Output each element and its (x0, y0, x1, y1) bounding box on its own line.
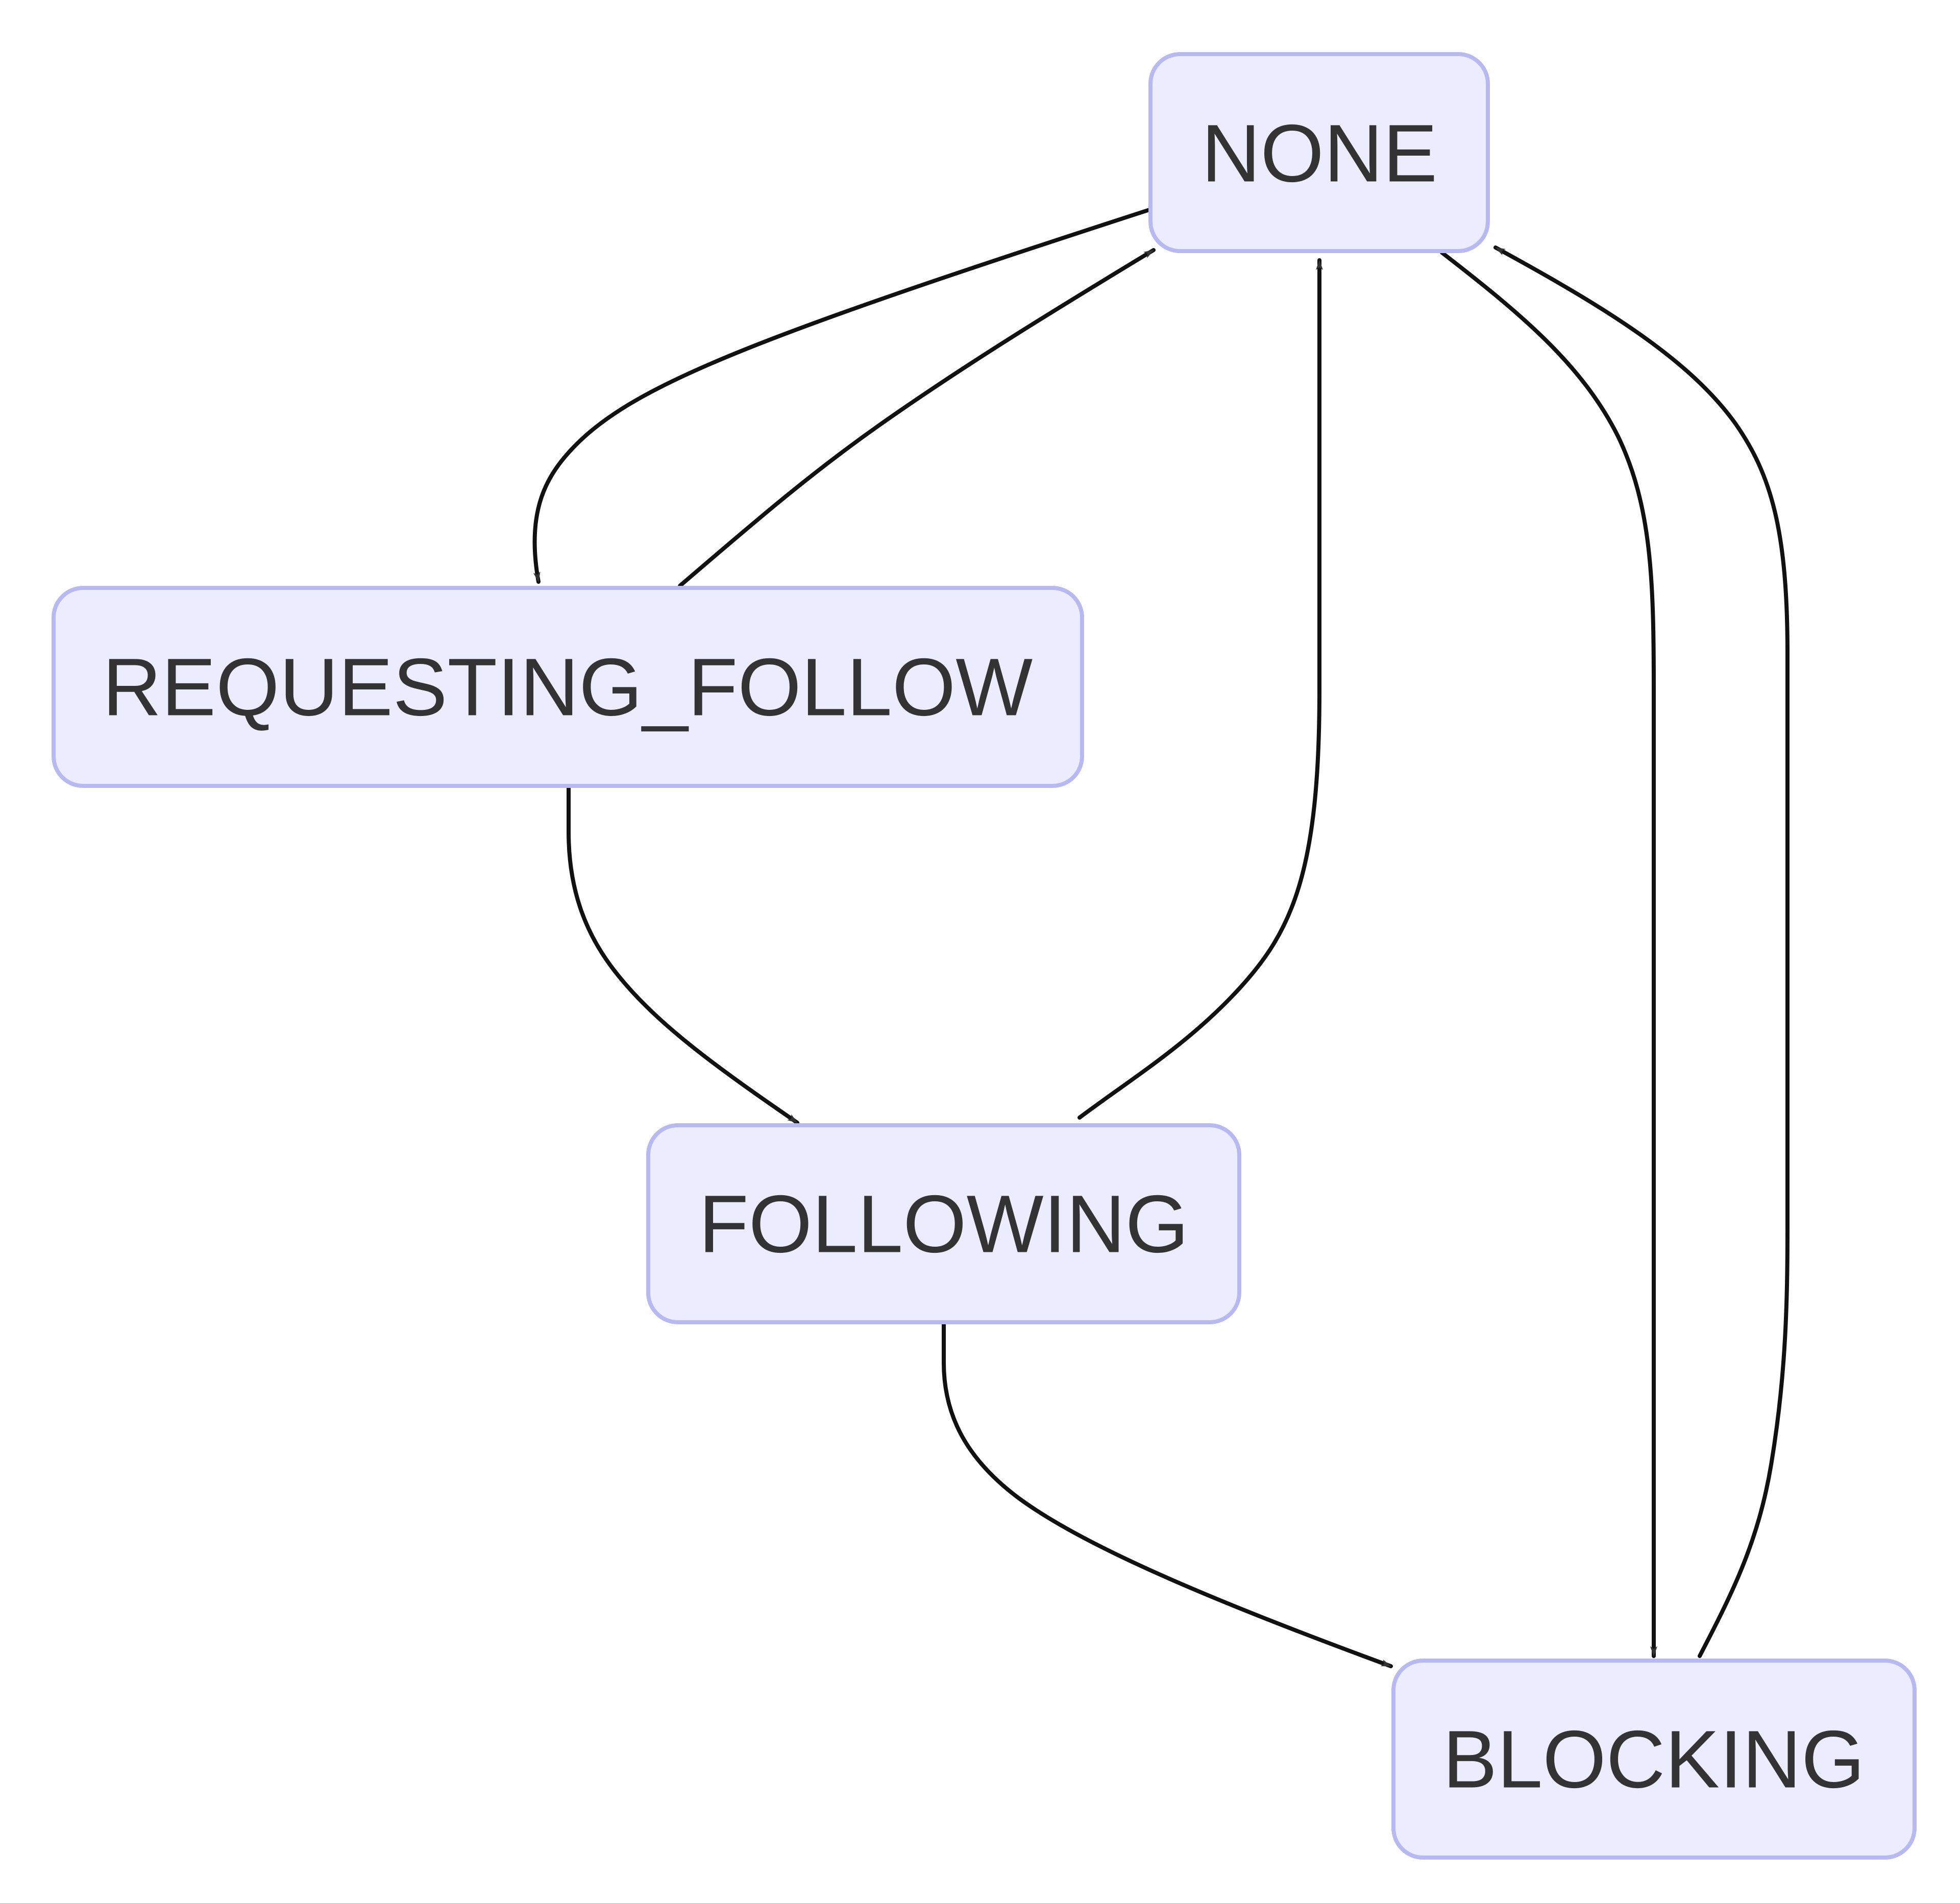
state-none-box (1148, 52, 1490, 253)
transitions (532, 207, 1790, 1668)
state-following-label: FOLLOWING (699, 1178, 1189, 1270)
edge-following-to-none (1077, 258, 1323, 1120)
state-requesting-follow: REQUESTING_FOLLOW (52, 586, 1084, 788)
state-none: NONE (1148, 52, 1490, 253)
state-requesting-follow-label: REQUESTING_FOLLOW (103, 641, 1033, 733)
state-following-box (646, 1123, 1241, 1324)
edge-following-to-blocking (942, 1323, 1393, 1668)
edge-requesting-follow-to-following (567, 785, 799, 1125)
edge-requesting-follow-to-none (678, 248, 1156, 588)
state-blocking-box (1391, 1659, 1917, 1860)
edge-none-to-requesting-follow (532, 207, 1153, 584)
state-blocking-label: BLOCKING (1443, 1714, 1865, 1805)
state-following: FOLLOWING (646, 1123, 1241, 1324)
edge-none-to-blocking (1440, 251, 1657, 1658)
state-none-label: NONE (1202, 108, 1437, 199)
state-blocking: BLOCKING (1391, 1659, 1917, 1860)
states: NONE REQUESTING_FOLLOW FOLLOWING BLOCKIN… (52, 52, 1917, 1860)
edge-blocking-to-none (1493, 245, 1790, 1658)
state-requesting-follow-box (52, 586, 1084, 788)
